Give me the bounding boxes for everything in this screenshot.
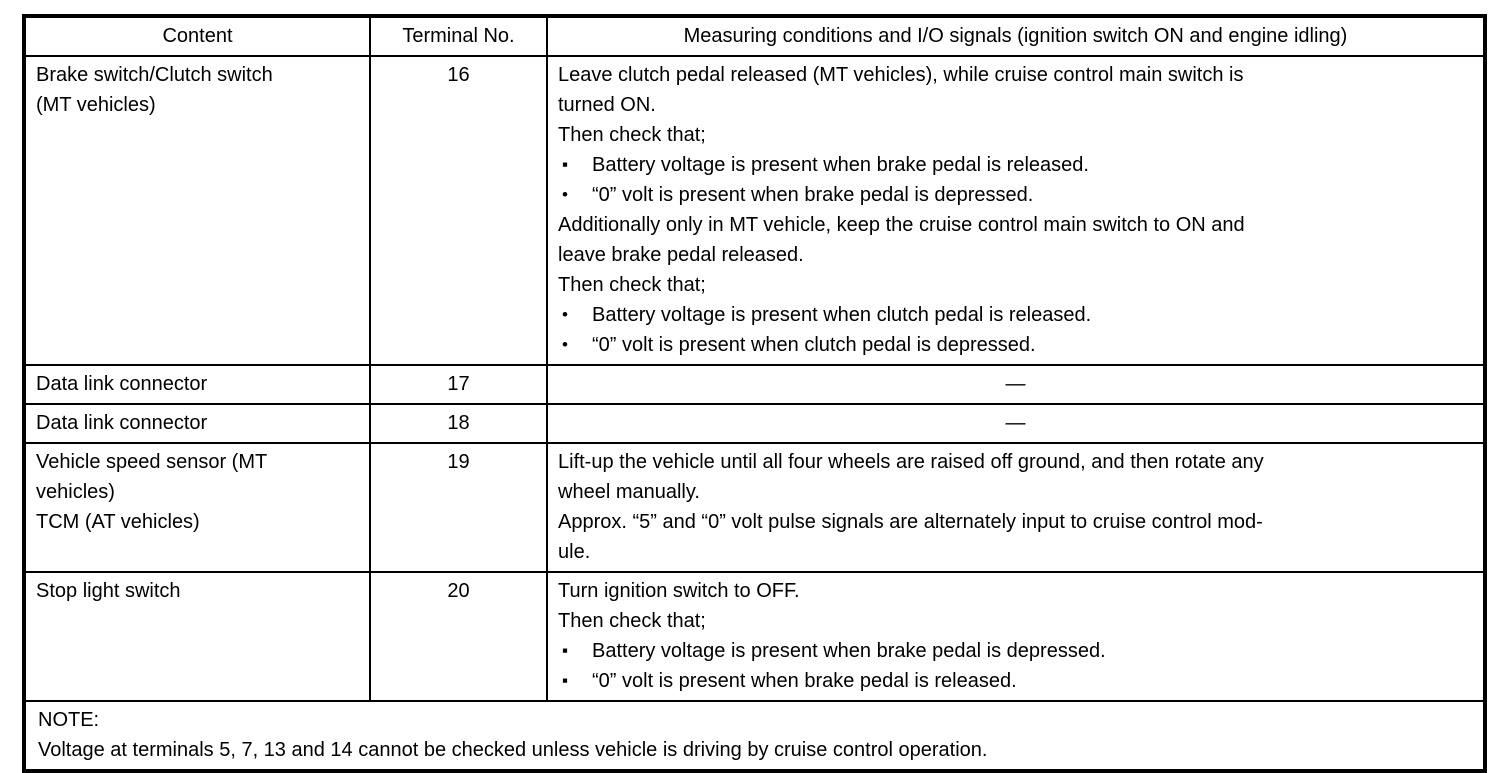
- col-header-content: Content: [23, 15, 371, 57]
- bullet-icon: •: [562, 185, 568, 204]
- condition-line: ▪ “0” volt is present when brake pedal is…: [558, 666, 1473, 696]
- content-cell: Stop light switch: [23, 571, 371, 702]
- content-line: TCM (AT vehicles): [36, 511, 200, 533]
- condition-line: Lift-up the vehicle until all four wheel…: [558, 451, 1264, 473]
- scanned-manual-page: Content Terminal No. Measuring condition…: [22, 14, 1487, 773]
- header-row: Content Terminal No. Measuring condition…: [23, 15, 1486, 57]
- condition-line: • “0” volt is present when brake pedal is…: [558, 180, 1473, 210]
- table-row: Data link connector 17—: [23, 364, 1486, 405]
- terminal-cell: 20: [369, 571, 548, 702]
- conditions-cell: Lift-up the vehicle until all four wheel…: [546, 442, 1486, 573]
- condition-line: • Battery voltage is present when clutch …: [558, 300, 1473, 330]
- bullet-icon: •: [562, 305, 568, 324]
- bullet-icon: ▪: [562, 641, 569, 660]
- note-cell: NOTE: Voltage at terminals 5, 7, 13 and …: [23, 700, 1486, 772]
- terminal-cell: 17: [369, 364, 548, 405]
- terminal-cell: 18: [369, 403, 548, 444]
- condition-line: Additionally only in MT vehicle, keep th…: [558, 214, 1245, 236]
- content-line: Stop light switch: [36, 580, 181, 602]
- condition-line: ▪ Battery voltage is present when brake p…: [558, 150, 1473, 180]
- condition-line: Turn ignition switch to OFF.: [558, 580, 800, 602]
- condition-line: Then check that;: [558, 124, 706, 146]
- condition-line: turned ON.: [558, 94, 656, 116]
- table-row: Data link connector 18—: [23, 403, 1486, 444]
- content-line: Data link connector: [36, 412, 208, 434]
- condition-line: Approx. “5” and “0” volt pulse signals a…: [558, 511, 1263, 533]
- condition-text: Battery voltage is present when clutch p…: [592, 304, 1092, 326]
- table-row: Vehicle speed sensor (MT vehicles) TCM (AT…: [23, 442, 1486, 573]
- condition-text: “0” volt is present when brake pedal is …: [592, 670, 1017, 692]
- bullet-icon: •: [562, 335, 568, 354]
- table-body: Brake switch/Clutch switch (MT vehicles) 1…: [23, 55, 1486, 702]
- content-cell: Data link connector: [23, 364, 371, 405]
- conditions-cell: —: [546, 364, 1486, 405]
- table-header: Content Terminal No. Measuring condition…: [23, 15, 1486, 57]
- content-line: Vehicle speed sensor (MT: [36, 451, 268, 473]
- note-text: Voltage at terminals 5, 7, 13 and 14 can…: [38, 739, 988, 761]
- conditions-cell: —: [546, 403, 1486, 444]
- condition-line: Then check that;: [558, 274, 706, 296]
- content-line: Brake switch/Clutch switch: [36, 64, 273, 86]
- content-cell: Brake switch/Clutch switch (MT vehicles): [23, 55, 371, 366]
- table-footer: NOTE: Voltage at terminals 5, 7, 13 and …: [23, 700, 1486, 772]
- condition-text: Battery voltage is present when brake pe…: [592, 640, 1106, 662]
- condition-text: “0” volt is present when brake pedal is …: [592, 184, 1034, 206]
- note-title: NOTE:: [38, 709, 100, 731]
- condition-text: “0” volt is present when clutch pedal is…: [592, 334, 1036, 356]
- terminal-voltage-table: Content Terminal No. Measuring condition…: [22, 14, 1487, 773]
- condition-line: leave brake pedal released.: [558, 244, 804, 266]
- conditions-cell: Turn ignition switch to OFF. Then check t…: [546, 571, 1486, 702]
- content-line: (MT vehicles): [36, 94, 156, 116]
- condition-line: Leave clutch pedal released (MT vehicles…: [558, 64, 1244, 86]
- content-cell: Vehicle speed sensor (MT vehicles) TCM (AT…: [23, 442, 371, 573]
- content-line: Data link connector: [36, 373, 208, 395]
- table-row: Brake switch/Clutch switch (MT vehicles) 1…: [23, 55, 1486, 366]
- condition-line: ▪ Battery voltage is present when brake p…: [558, 636, 1473, 666]
- terminal-cell: 16: [369, 55, 548, 366]
- content-line: vehicles): [36, 481, 115, 503]
- col-header-terminal-no: Terminal No.: [369, 15, 548, 57]
- condition-line: ule.: [558, 541, 591, 563]
- conditions-cell: Leave clutch pedal released (MT vehicles…: [546, 55, 1486, 366]
- col-header-measuring-conditions: Measuring conditions and I/O signals (ig…: [546, 15, 1486, 57]
- bullet-icon: ▪: [562, 155, 569, 174]
- bullet-icon: ▪: [562, 671, 569, 690]
- condition-line: wheel manually.: [558, 481, 700, 503]
- content-cell: Data link connector: [23, 403, 371, 444]
- condition-line: • “0” volt is present when clutch pedal i…: [558, 330, 1473, 360]
- condition-line: Then check that;: [558, 610, 706, 632]
- terminal-cell: 19: [369, 442, 548, 573]
- note-row: NOTE: Voltage at terminals 5, 7, 13 and …: [23, 700, 1486, 772]
- condition-text: Battery voltage is present when brake pe…: [592, 154, 1089, 176]
